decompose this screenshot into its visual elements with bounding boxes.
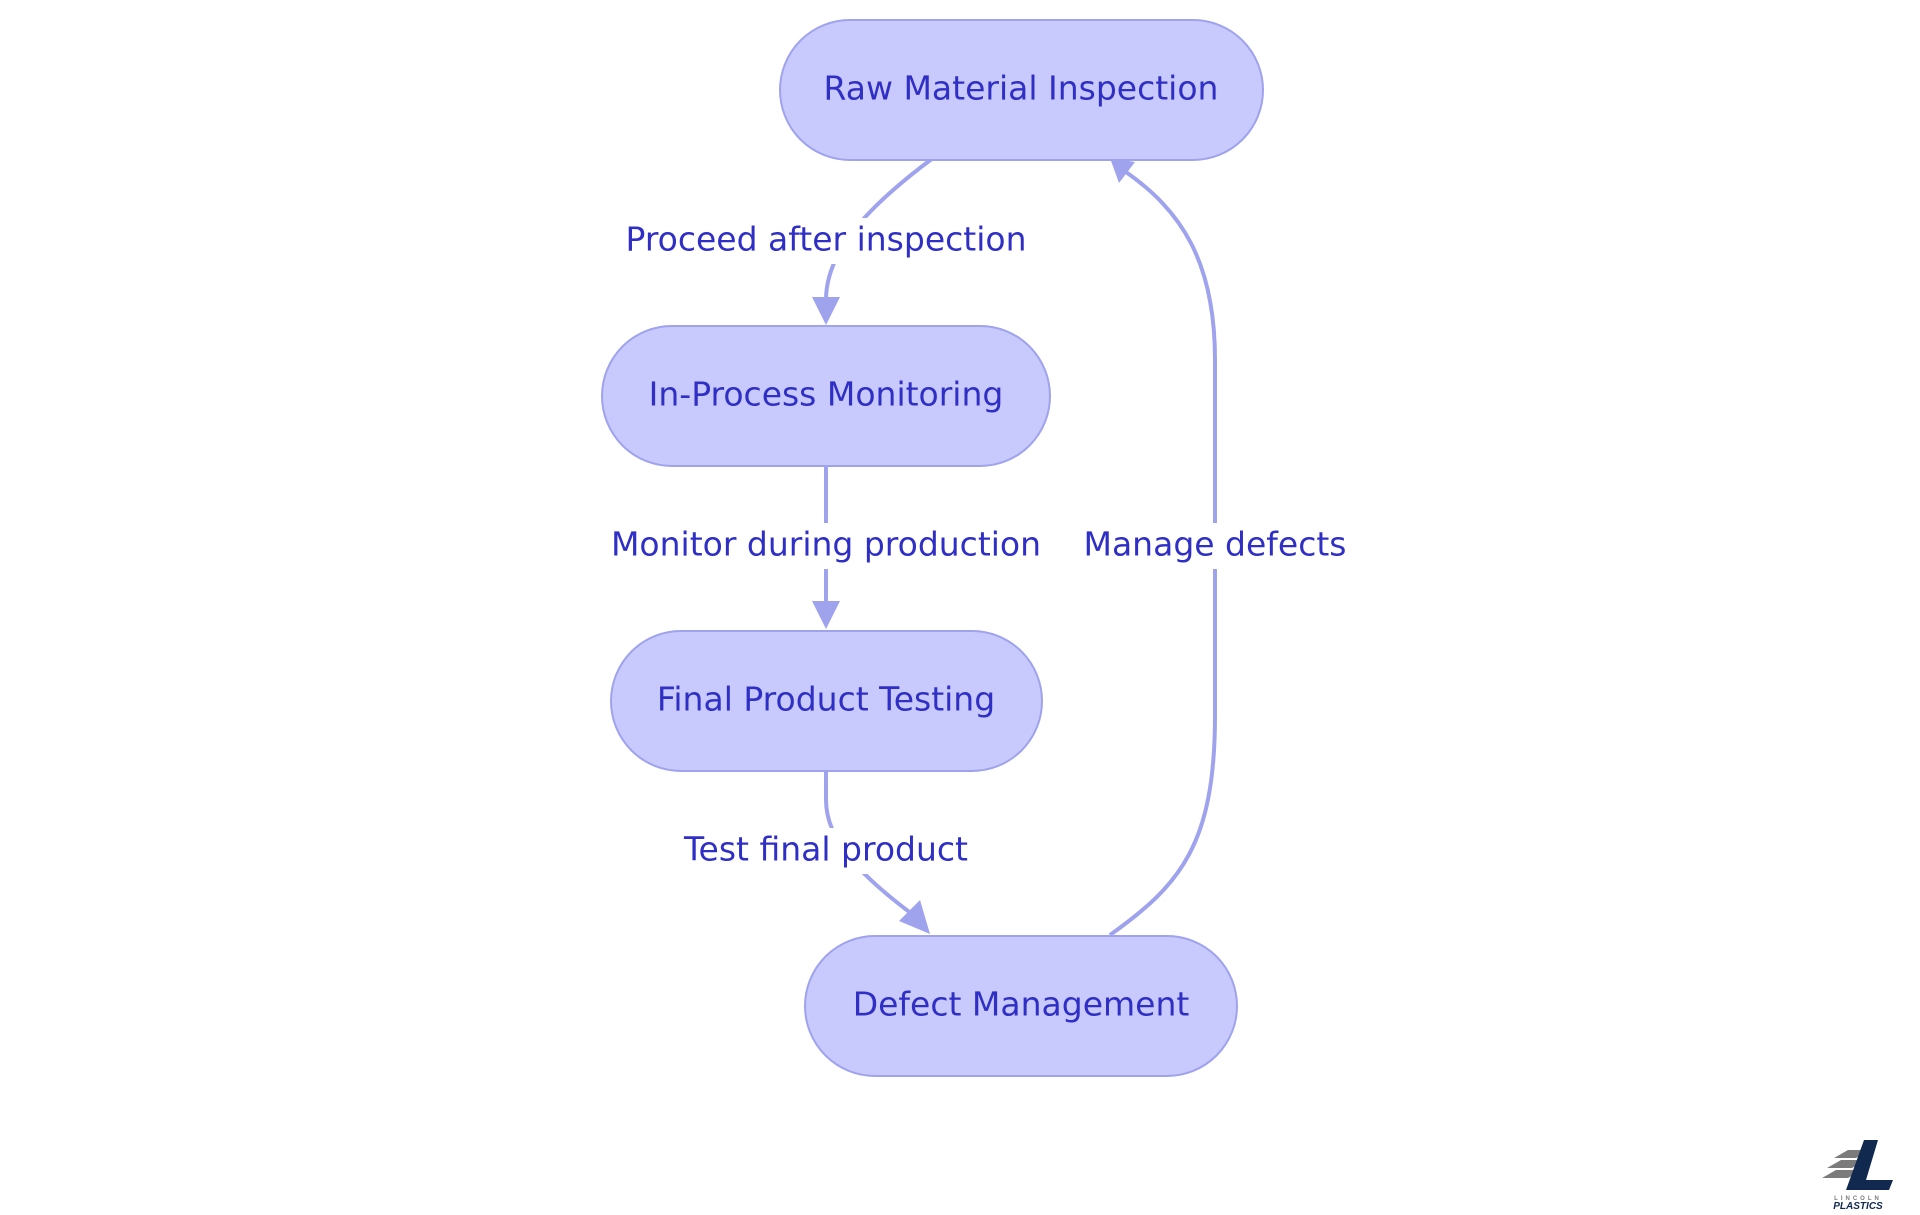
node-label: Raw Material Inspection: [824, 69, 1219, 108]
edge-defect-to-raw: Manage defects: [1080, 158, 1350, 937]
node-label: Defect Management: [853, 985, 1190, 1024]
logo-line2: PLASTICS: [1833, 1201, 1883, 1212]
node-defect-management: Defect Management: [804, 935, 1238, 1077]
edge-label: Monitor during production: [611, 525, 1041, 564]
edge-raw-to-inproc: Proceed after inspection: [625, 156, 1027, 325]
edge-final-to-defect: Test final product: [683, 771, 969, 934]
node-label: In-Process Monitoring: [649, 375, 1004, 414]
edge-label: Manage defects: [1083, 525, 1346, 564]
node-final-product-testing: Final Product Testing: [610, 630, 1043, 772]
logo-line1: LINCOLN: [1834, 1196, 1882, 1202]
edge-label: Proceed after inspection: [626, 220, 1027, 259]
node-label: Final Product Testing: [657, 680, 995, 719]
edge-inproc-to-final: Monitor during production: [611, 466, 1041, 629]
lincoln-plastics-logo: LINCOLN PLASTICS: [1822, 1140, 1893, 1212]
node-raw-material-inspection: Raw Material Inspection: [779, 19, 1264, 161]
node-in-process-monitoring: In-Process Monitoring: [601, 325, 1051, 467]
edge-label: Test final product: [683, 830, 968, 869]
